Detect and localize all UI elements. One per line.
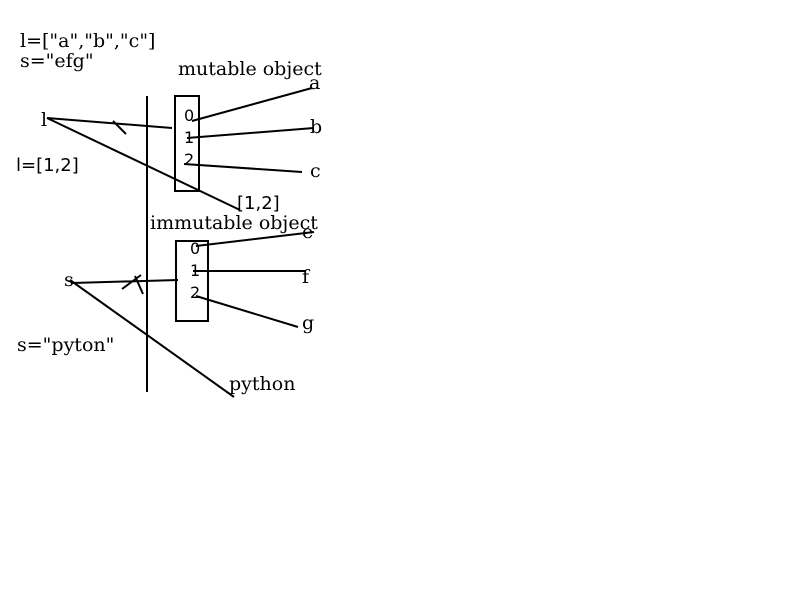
string-old-reference bbox=[71, 279, 179, 284]
list-old-reference bbox=[46, 117, 173, 129]
list-index-0-link bbox=[191, 87, 313, 122]
list-reassign-code: l=[1,2] bbox=[16, 155, 79, 176]
list-new-reference bbox=[46, 117, 241, 211]
string-value-f: f bbox=[302, 266, 311, 288]
string-index-0: 0 bbox=[190, 239, 200, 258]
string-reference-cut-mark-2 bbox=[134, 275, 144, 295]
list-reference-cut-mark bbox=[112, 120, 127, 135]
string-index-0-link bbox=[195, 231, 315, 247]
string-value-g: g bbox=[302, 312, 314, 334]
immutable-heading: immutable object bbox=[150, 212, 318, 234]
list-new-value: [1,2] bbox=[237, 193, 280, 214]
string-index-2-link bbox=[195, 295, 299, 328]
list-assign-code: l=["a","b","c"] bbox=[20, 30, 155, 52]
list-value-b: b bbox=[310, 116, 322, 138]
string-var-name: s bbox=[64, 269, 74, 291]
list-index-1-link bbox=[186, 127, 315, 139]
list-index-0: 0 bbox=[184, 106, 194, 125]
string-reassign-code: s="pyton" bbox=[17, 334, 114, 356]
mutable-heading: mutable object bbox=[178, 58, 322, 80]
list-object-box bbox=[174, 95, 200, 192]
list-index-2-link bbox=[183, 163, 303, 173]
list-index-2: 2 bbox=[184, 150, 194, 169]
string-reference-cut-mark bbox=[121, 274, 142, 290]
string-new-value: python bbox=[229, 373, 295, 395]
list-value-a: a bbox=[309, 72, 320, 94]
string-new-reference bbox=[69, 279, 235, 398]
list-value-c: c bbox=[310, 160, 321, 182]
string-index-2: 2 bbox=[190, 283, 200, 302]
string-assign-code: s="efg" bbox=[20, 50, 94, 72]
list-var-name: l bbox=[41, 109, 47, 131]
